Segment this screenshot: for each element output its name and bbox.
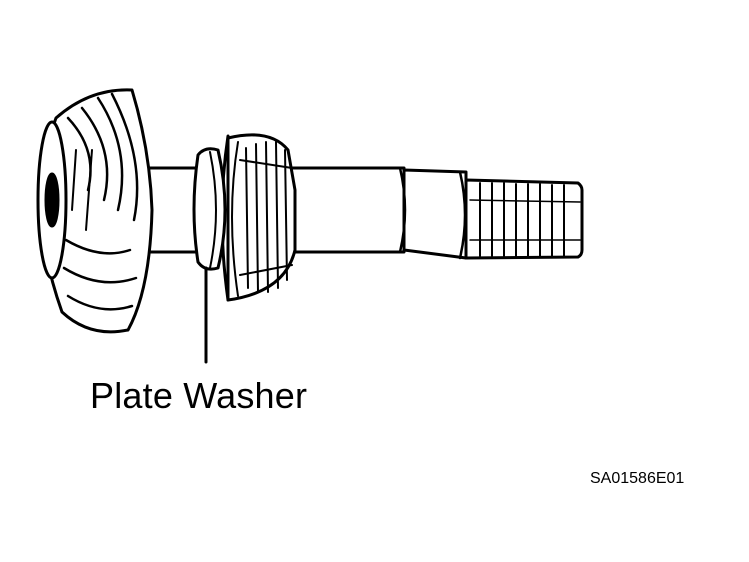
spline-end-icon bbox=[464, 178, 584, 260]
tapered-roller-bearing-icon bbox=[220, 133, 297, 302]
plate-washer-icon bbox=[192, 147, 227, 271]
plate-washer-label: Plate Washer bbox=[90, 375, 308, 416]
figure-code: SA01586E01 bbox=[590, 470, 685, 487]
drive-pinion-gear-icon bbox=[36, 88, 154, 334]
